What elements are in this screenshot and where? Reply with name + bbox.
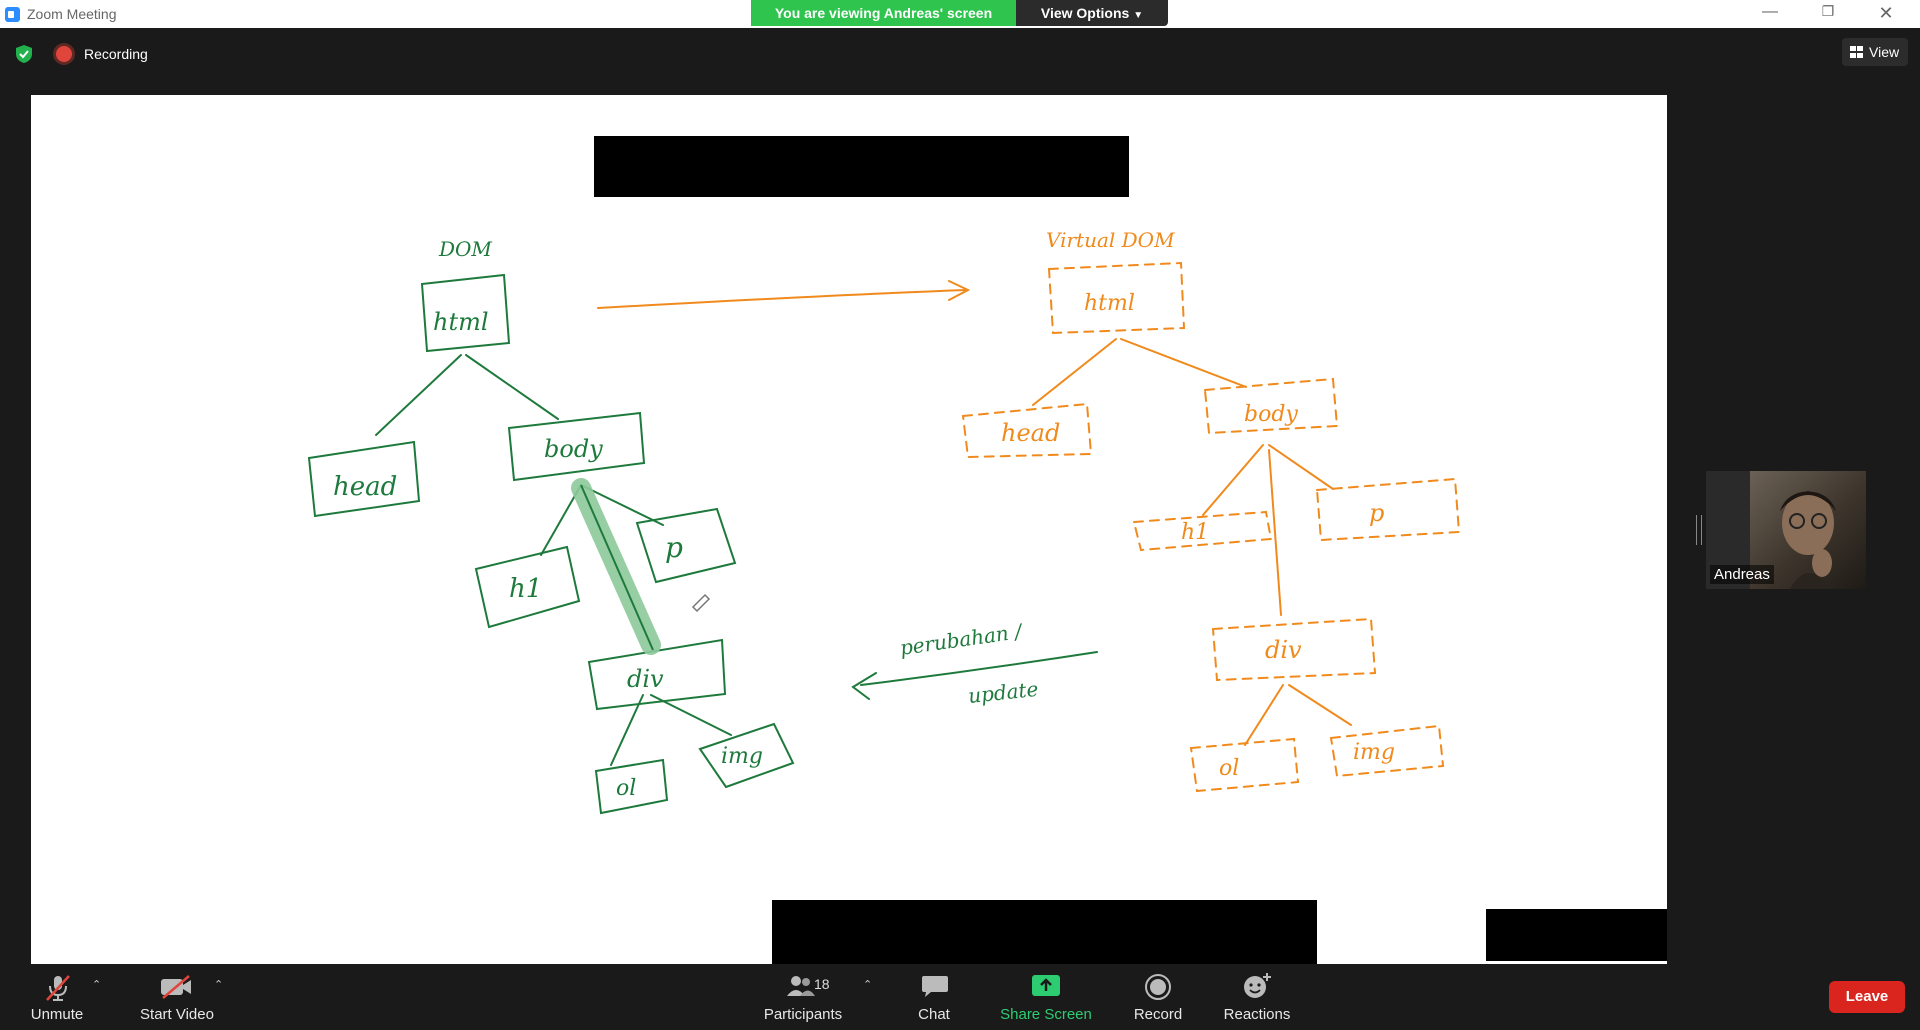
dom-node-ol: ol: [616, 776, 636, 801]
share-screen-label: Share Screen: [1000, 1006, 1092, 1023]
dom-edge: [375, 354, 732, 766]
dom-head-box: [307, 440, 421, 518]
chat-bubble-icon: [922, 976, 948, 997]
share-screen-icon: [1032, 975, 1060, 996]
dom-node-body: body: [544, 435, 603, 463]
vdom-p-box: [1315, 477, 1461, 542]
participant-video-tile[interactable]: Andreas: [1706, 471, 1866, 589]
unmute-button[interactable]: Unmute: [20, 964, 94, 1030]
recording-indicator-icon: [56, 46, 72, 62]
start-video-label: Start Video: [140, 1006, 214, 1023]
redacted-block-top: [594, 136, 1129, 197]
record-button[interactable]: Record: [1122, 964, 1194, 1030]
redacted-block-corner: [1486, 909, 1667, 961]
video-options-chevron-icon[interactable]: ⌃: [214, 979, 224, 991]
vdom-div-box: [1211, 617, 1377, 682]
participants-count: 18: [814, 976, 830, 992]
dom-p-box: [635, 507, 737, 584]
vdom-node-div: div: [1265, 636, 1302, 664]
viewing-screen-banner: You are viewing Andreas' screen: [751, 0, 1016, 26]
vdom-img-box: [1329, 724, 1445, 778]
dom-html-box: [420, 273, 511, 353]
vdom-node-ol: ol: [1219, 756, 1239, 781]
view-options-label: View Options: [1040, 5, 1130, 21]
leave-button[interactable]: Leave: [1829, 981, 1905, 1013]
vdom-h1-box: [1132, 510, 1273, 552]
update-note-line2: update: [967, 677, 1039, 708]
grid-view-icon: [1850, 46, 1863, 58]
dom-body-box: [507, 411, 646, 482]
vdom-node-body: body: [1244, 402, 1298, 427]
vdom-node-html: html: [1084, 291, 1135, 316]
participants-options-chevron-icon[interactable]: ⌃: [863, 979, 873, 991]
pencil-cursor-icon: [691, 593, 711, 613]
chevron-down-icon: ▼: [1133, 10, 1144, 21]
chat-button[interactable]: Chat: [899, 964, 969, 1030]
recording-label: Recording: [84, 46, 148, 62]
dom-div-box: [587, 638, 727, 711]
dom-node-html: html: [433, 308, 489, 336]
dom-node-head: head: [333, 472, 397, 502]
microphone-muted-icon: [46, 975, 70, 1001]
vdom-ol-box: [1189, 737, 1300, 793]
start-video-button[interactable]: Start Video: [130, 964, 224, 1030]
dom-to-vdom-arrow: [597, 280, 971, 309]
reactions-button[interactable]: Reactions: [1216, 964, 1298, 1030]
dom-node-img: img: [721, 744, 763, 769]
dom-node-div: div: [627, 665, 664, 693]
update-arrow: [851, 651, 1098, 700]
view-options-button[interactable]: View Options ▼: [1016, 0, 1168, 26]
participant-name: Andreas: [1710, 565, 1774, 584]
dom-node-p: p: [665, 531, 683, 564]
dom-node-h1: h1: [509, 574, 542, 604]
vdom-node-head: head: [1001, 419, 1060, 447]
window-title: Zoom Meeting: [27, 6, 117, 22]
meeting-toolbar: Unmute ⌃ Start Video ⌃ 18 Participants ⌃…: [0, 964, 1920, 1030]
participants-icon: [787, 976, 815, 996]
vdom-head-box: [961, 402, 1093, 459]
restore-icon[interactable]: ❐: [1821, 3, 1835, 19]
redacted-block-bottom: [772, 900, 1317, 964]
participants-button[interactable]: 18 Participants: [758, 964, 848, 1030]
reactions-smiley-icon: [1244, 973, 1271, 998]
security-shield-icon[interactable]: [14, 44, 34, 64]
update-note-line1: perubahan /: [898, 619, 1025, 660]
reactions-label: Reactions: [1223, 1006, 1291, 1023]
record-icon: [1145, 974, 1171, 1000]
vdom-node-img: img: [1353, 740, 1395, 765]
vdom-node-p: p: [1369, 499, 1384, 527]
whiteboard-drawing: DOM html head body h1 p div ol img Virtu…: [307, 228, 1461, 815]
audio-options-chevron-icon[interactable]: ⌃: [92, 979, 102, 991]
unmute-label: Unmute: [30, 1006, 84, 1023]
vdom-html-box: [1047, 261, 1186, 335]
share-screen-button[interactable]: Share Screen: [992, 964, 1100, 1030]
participant-avatar: [1780, 491, 1836, 589]
view-label: View: [1869, 44, 1900, 60]
close-icon[interactable]: ✕: [1878, 3, 1894, 23]
view-button[interactable]: View: [1842, 38, 1908, 66]
dom-h1-box: [474, 545, 581, 629]
vdom-node-h1: h1: [1181, 520, 1209, 545]
vdom-title: Virtual DOM: [1046, 228, 1175, 252]
vdom-edge: [1032, 338, 1352, 746]
zoom-logo-icon: [5, 7, 20, 22]
shared-screen: DOM html head body h1 p div ol img Virtu…: [31, 95, 1667, 964]
dom-title: DOM: [438, 237, 492, 261]
dom-img-box: [698, 722, 795, 789]
chat-label: Chat: [918, 1006, 950, 1023]
video-camera-off-icon: [161, 975, 191, 999]
minimize-icon[interactable]: —: [1762, 3, 1778, 20]
record-label: Record: [1133, 1006, 1183, 1023]
vdom-body-box: [1203, 377, 1339, 435]
dom-ol-box: [594, 758, 669, 815]
participants-label: Participants: [763, 1006, 843, 1023]
panel-resize-handle[interactable]: [1696, 515, 1702, 545]
